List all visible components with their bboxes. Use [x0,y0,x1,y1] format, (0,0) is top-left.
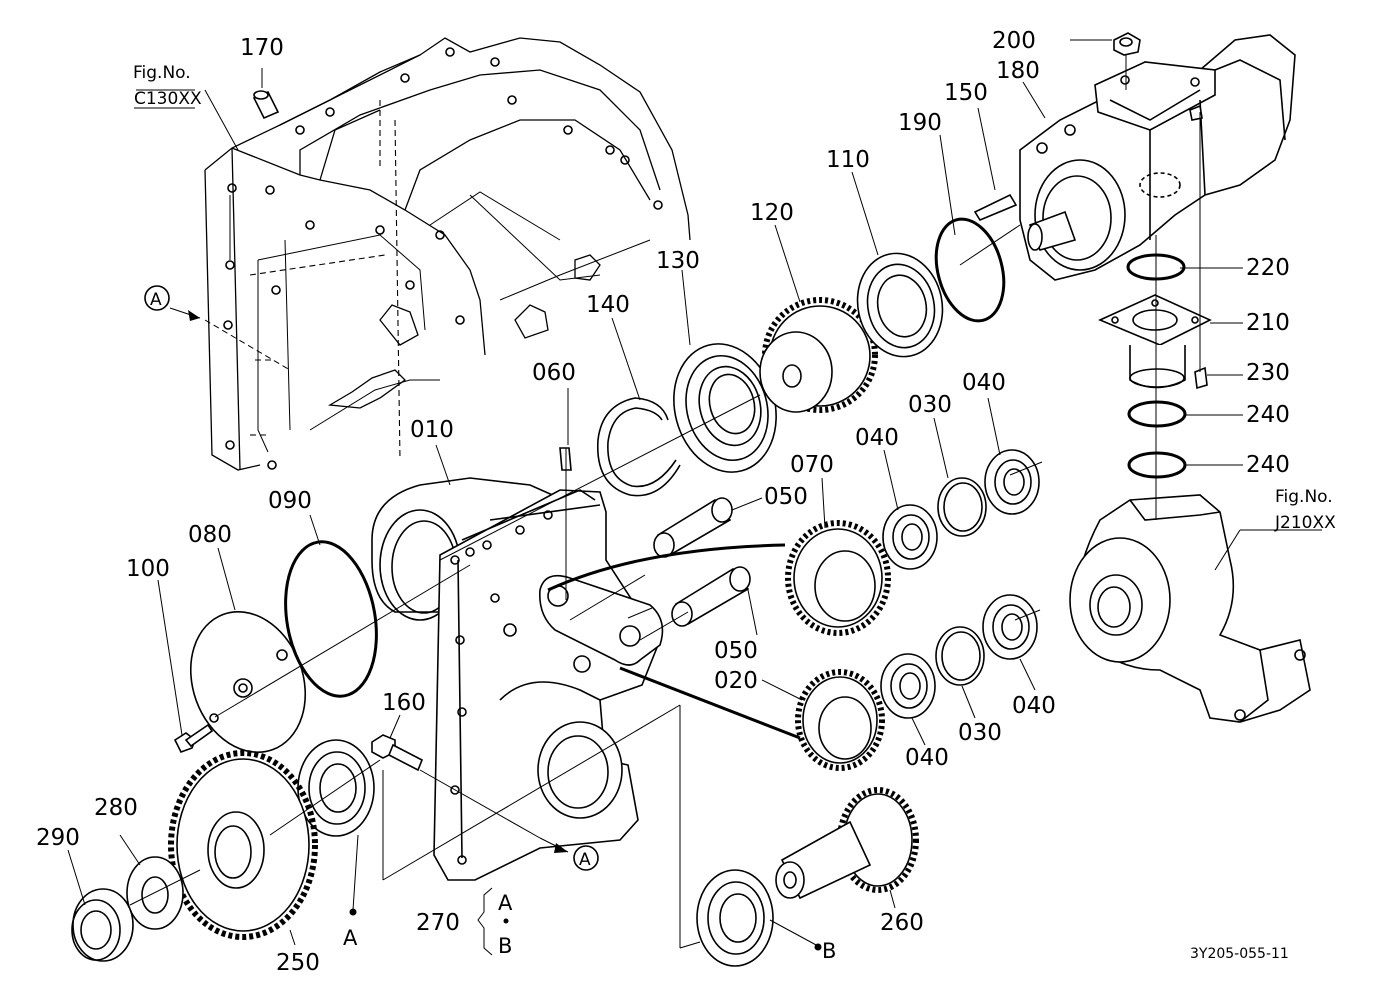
marker-b-bearing: B [822,939,836,963]
label-250: 250 [276,950,320,976]
bolt-230 [1194,366,1208,390]
o-ring-240-lower [1127,451,1187,479]
snap-ring-140 [597,397,681,497]
dot-b [814,943,822,951]
label-080: 080 [188,522,232,548]
case-bolt-holes [223,47,663,470]
bearing-040-d [982,594,1038,660]
fig-ref-c130xx-code: C130XX [134,89,202,109]
gear-120 [759,297,878,413]
label-230: 230 [1246,360,1290,386]
label-170: 170 [240,35,284,61]
circle-marker-a-top [144,285,170,311]
label-240-b: 240 [1246,452,1290,478]
arrow-a-bottom [539,837,569,853]
label-030-a: 030 [908,392,952,418]
label-110: 110 [826,147,870,173]
shaft-gear-260 [775,787,919,900]
label-010: 010 [410,417,454,443]
label-190: 190 [898,110,942,136]
label-160: 160 [382,690,426,716]
label-050-a: 050 [764,484,808,510]
label-270: 270 [416,910,460,936]
o-ring-240-upper [1127,400,1187,428]
figure-references: Fig.No. C130XX Fig.No. J210XX [133,63,1336,533]
label-140: 140 [586,292,630,318]
flange-210 [1097,294,1212,389]
snap-ring-030-b [935,626,985,686]
marker-circle-a-top: A [150,290,162,310]
gear-020 [795,669,885,771]
label-060: 060 [532,360,576,386]
marker-labels: A B A A A B [150,290,836,963]
bearing-040-a [882,504,938,570]
o-ring-090 [284,540,378,698]
fig-ref-j210xx-title: Fig.No. [1275,487,1333,507]
bracket-270 [477,887,493,956]
label-090: 090 [268,488,312,514]
label-040-d: 040 [905,745,949,771]
bolt-100 [173,723,214,753]
housing-bolt-holes [450,510,553,865]
transmission-case-c130xx [204,37,691,471]
hydraulic-pump-180 [1019,34,1296,281]
bolt-160 [371,734,424,772]
label-040-b: 040 [855,425,899,451]
bearing-040-c [880,653,936,719]
group-label-a: A [498,891,513,915]
bearing-130 [673,343,777,473]
label-220: 220 [1246,255,1290,281]
assembly-lines [129,55,1201,949]
gear-housing-010 [371,477,664,881]
leader-lines [67,39,1322,946]
snap-ring-030-a [937,477,987,537]
part-number-labels: 170 010 060 140 130 120 110 190 150 180 … [36,28,1290,976]
label-050-b: 050 [714,638,758,664]
gear-070 [785,520,891,636]
dot-group [503,918,509,924]
shaft-050-lower [671,566,751,627]
label-030-b: 030 [958,720,1002,746]
bearing-a [297,739,375,837]
label-240-a: 240 [1246,402,1290,428]
stud-150 [973,193,1018,221]
dot-a [349,908,357,916]
fitting-200 [1113,32,1141,56]
label-100: 100 [126,556,170,582]
group-label-b: B [498,934,512,958]
label-040-c: 040 [1012,693,1056,719]
cover-080 [189,610,307,754]
bearing-b [696,869,774,967]
label-210: 210 [1246,310,1290,336]
fig-ref-c130xx-title: Fig.No. [133,63,191,83]
marker-circle-a-bottom: A [579,850,591,870]
nut-290 [71,888,134,962]
bearing-110 [856,252,944,358]
o-ring-190 [934,217,1006,323]
label-070: 070 [790,452,834,478]
label-130: 130 [656,248,700,274]
marker-a-bearing: A [343,926,358,950]
label-290: 290 [36,825,80,851]
label-020: 020 [714,668,758,694]
label-280: 280 [94,795,138,821]
arrow-a-top [169,307,201,321]
circle-marker-a-bottom [573,845,599,871]
drawing-code: 3Y205-055-11 [1190,946,1289,962]
bearing-040-b [984,449,1040,515]
housing-j210xx [1069,494,1311,723]
label-120: 120 [750,200,794,226]
label-150: 150 [944,80,988,106]
label-180: 180 [996,58,1040,84]
gear-250 [168,750,318,940]
label-260: 260 [880,910,924,936]
fig-ref-j210xx-code: J210XX [1274,513,1336,533]
label-040-a: 040 [962,370,1006,396]
label-200: 200 [992,28,1036,54]
pin-170 [252,90,280,120]
shaft-050-upper [653,497,733,558]
